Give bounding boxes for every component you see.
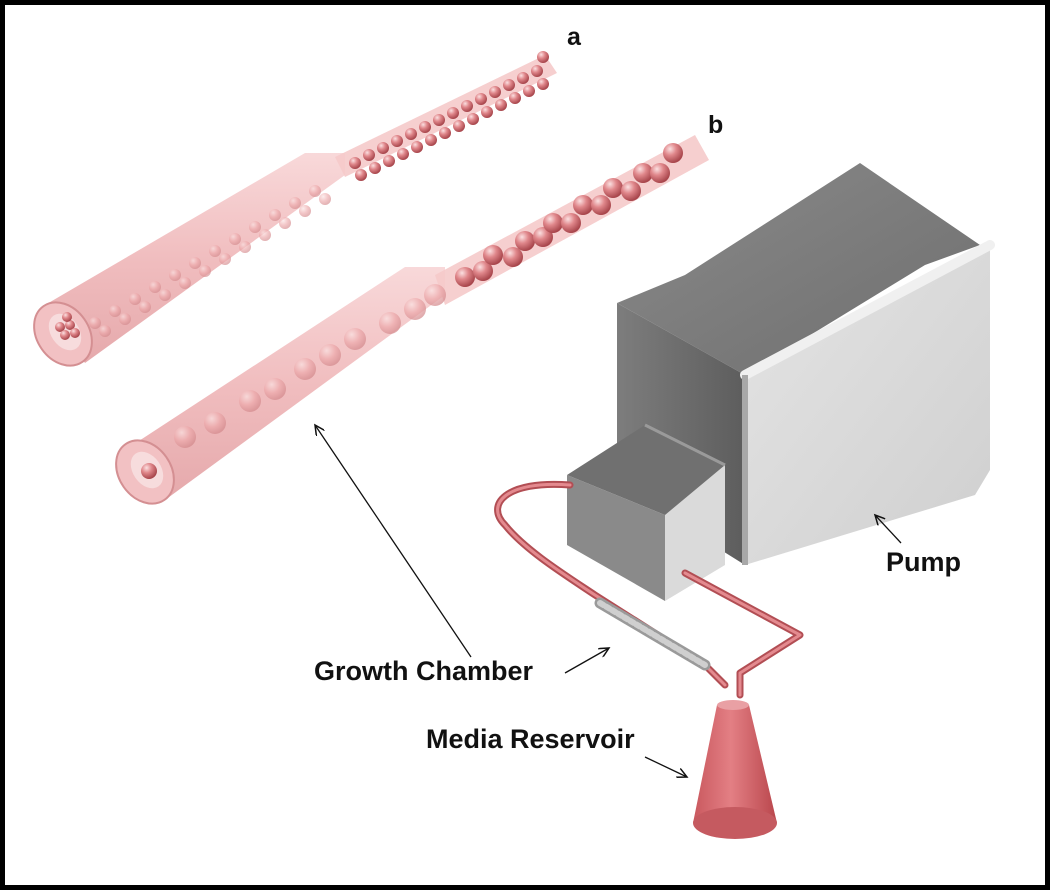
label-tube-a: a bbox=[567, 23, 581, 51]
tube-b-exposed-beads bbox=[455, 143, 683, 287]
arrow-pump bbox=[875, 515, 902, 544]
arrow-growth-to-tube bbox=[315, 425, 472, 658]
pointer-arrows bbox=[315, 425, 902, 777]
tube-b-inner-beads bbox=[174, 284, 446, 448]
media-reservoir bbox=[693, 700, 777, 839]
label-media-reservoir: Media Reservoir bbox=[426, 724, 635, 754]
tube-a-inner-beads bbox=[89, 185, 331, 337]
tube-a-end-beads bbox=[55, 312, 80, 340]
tube-a bbox=[33, 51, 557, 367]
tubing bbox=[494, 480, 804, 699]
label-pump: Pump bbox=[886, 547, 962, 577]
tube-b bbox=[115, 135, 709, 505]
arrow-growth-to-chamber bbox=[564, 648, 609, 674]
tube-a-exposed-beads bbox=[349, 51, 549, 181]
pump-head bbox=[567, 423, 726, 601]
arrow-reservoir bbox=[644, 756, 687, 777]
bioreactor-diagram bbox=[33, 51, 995, 839]
label-tube-b: b bbox=[708, 111, 724, 139]
pump bbox=[567, 163, 995, 601]
label-growth-chamber: Growth Chamber bbox=[314, 656, 534, 686]
